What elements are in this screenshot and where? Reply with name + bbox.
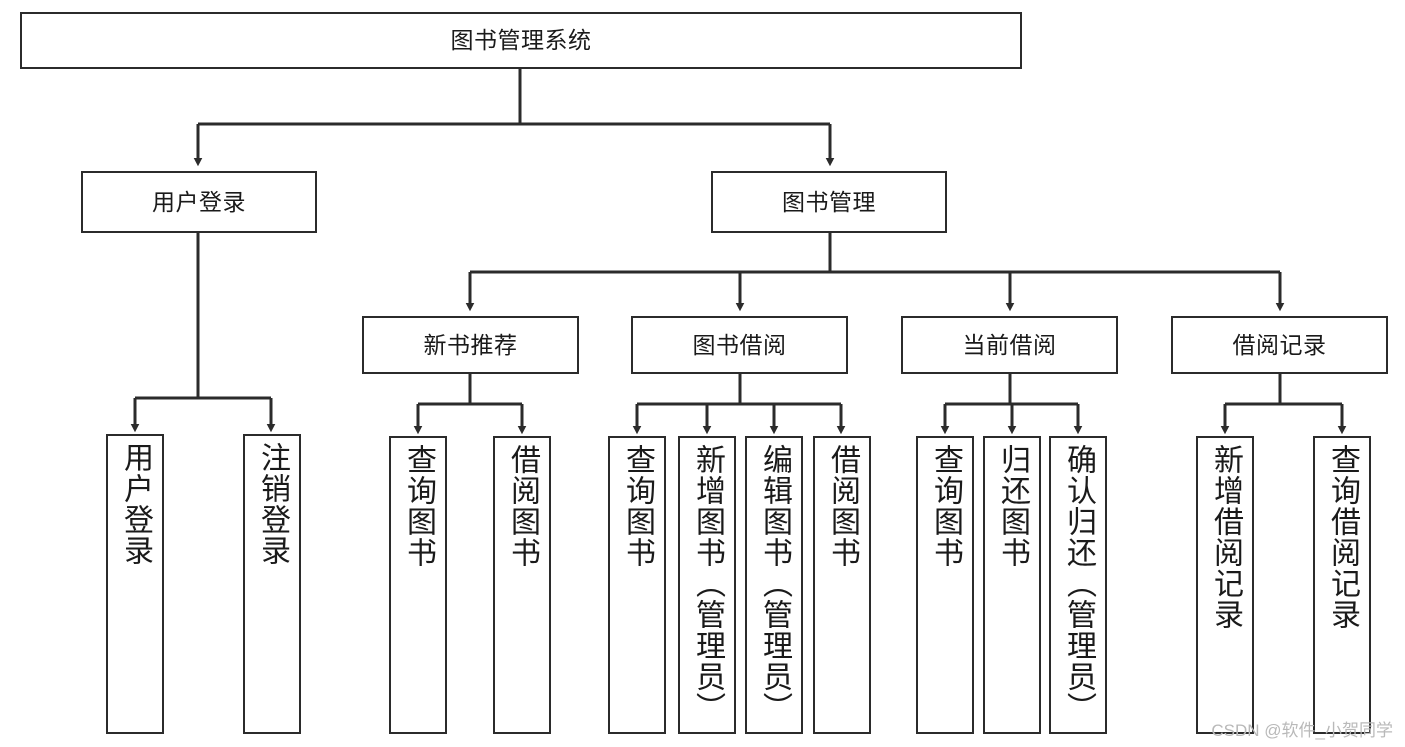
node-leaf-query-book-2-label: 查询图书 (621, 444, 654, 568)
node-book-borrow[interactable]: 图书借阅 (631, 316, 848, 374)
node-borrow-record[interactable]: 借阅记录 (1171, 316, 1388, 374)
node-leaf-user-login[interactable]: 用户登录 (106, 434, 164, 734)
node-leaf-query-book-1-label: 查询图书 (402, 444, 435, 568)
node-current-borrow-label: 当前借阅 (962, 331, 1057, 358)
node-leaf-borrow-book-1-label: 借阅图书 (506, 444, 539, 568)
node-leaf-query-book-3[interactable]: 查询图书 (916, 436, 974, 734)
node-book-management-label: 图书管理 (782, 188, 876, 215)
node-leaf-confirm-return-label: 确认归还（管理员） (1062, 444, 1095, 723)
node-leaf-query-record-label: 查询借阅记录 (1326, 444, 1359, 630)
node-new-book-recommend[interactable]: 新书推荐 (362, 316, 579, 374)
node-borrow-record-label: 借阅记录 (1232, 331, 1327, 358)
node-leaf-query-book-1[interactable]: 查询图书 (389, 436, 447, 734)
node-leaf-logout[interactable]: 注销登录 (243, 434, 301, 734)
node-leaf-add-book[interactable]: 新增图书（管理员） (678, 436, 736, 734)
node-root-label: 图书管理系统 (450, 27, 592, 54)
node-leaf-logout-label: 注销登录 (256, 442, 289, 566)
node-leaf-add-record-label: 新增借阅记录 (1209, 444, 1242, 630)
node-current-borrow[interactable]: 当前借阅 (901, 316, 1118, 374)
node-leaf-add-book-label: 新增图书（管理员） (691, 444, 724, 723)
node-leaf-borrow-book-1[interactable]: 借阅图书 (493, 436, 551, 734)
node-leaf-return-book-label: 归还图书 (996, 444, 1029, 568)
node-book-management[interactable]: 图书管理 (711, 171, 947, 233)
node-user-login-label: 用户登录 (152, 188, 246, 215)
node-leaf-add-record[interactable]: 新增借阅记录 (1196, 436, 1254, 734)
node-leaf-borrow-book-2-label: 借阅图书 (826, 444, 859, 568)
node-leaf-confirm-return[interactable]: 确认归还（管理员） (1049, 436, 1107, 734)
node-leaf-return-book[interactable]: 归还图书 (983, 436, 1041, 734)
node-user-login[interactable]: 用户登录 (81, 171, 317, 233)
node-leaf-query-book-3-label: 查询图书 (929, 444, 962, 568)
node-root[interactable]: 图书管理系统 (20, 12, 1022, 69)
node-book-borrow-label: 图书借阅 (692, 331, 787, 358)
node-leaf-query-book-2[interactable]: 查询图书 (608, 436, 666, 734)
node-leaf-query-record[interactable]: 查询借阅记录 (1313, 436, 1371, 734)
node-leaf-borrow-book-2[interactable]: 借阅图书 (813, 436, 871, 734)
node-leaf-edit-book-label: 编辑图书（管理员） (758, 444, 791, 723)
node-leaf-user-login-label: 用户登录 (119, 442, 152, 566)
node-new-book-recommend-label: 新书推荐 (423, 331, 518, 358)
node-leaf-edit-book[interactable]: 编辑图书（管理员） (745, 436, 803, 734)
